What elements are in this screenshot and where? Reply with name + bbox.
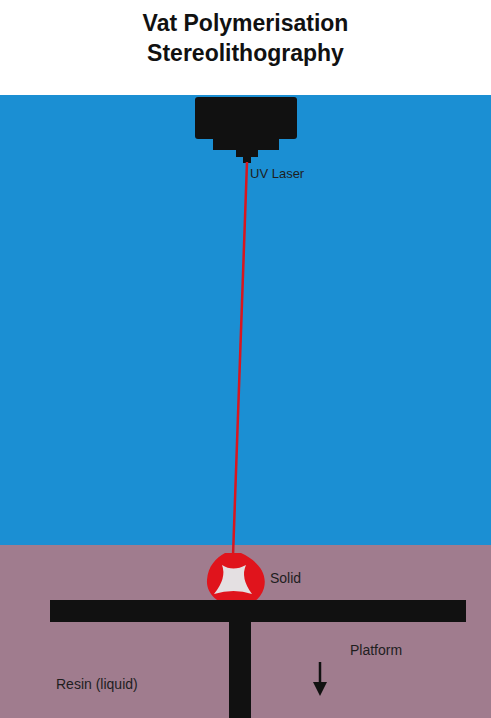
down-arrow xyxy=(313,662,327,696)
part-label: UV Laser xyxy=(250,166,304,181)
laser-beam xyxy=(233,162,247,556)
background-panel xyxy=(0,95,491,718)
build-platform xyxy=(50,600,466,718)
resin-vat xyxy=(0,545,491,718)
diagram-title: Vat Polymerisation Stereolithography xyxy=(0,8,491,68)
part-label: Solid xyxy=(270,570,301,586)
uv-laser-device xyxy=(195,97,297,163)
part-label: Resin (liquid) xyxy=(56,676,138,692)
part-label: Platform xyxy=(350,642,402,658)
solid-part xyxy=(207,553,265,606)
